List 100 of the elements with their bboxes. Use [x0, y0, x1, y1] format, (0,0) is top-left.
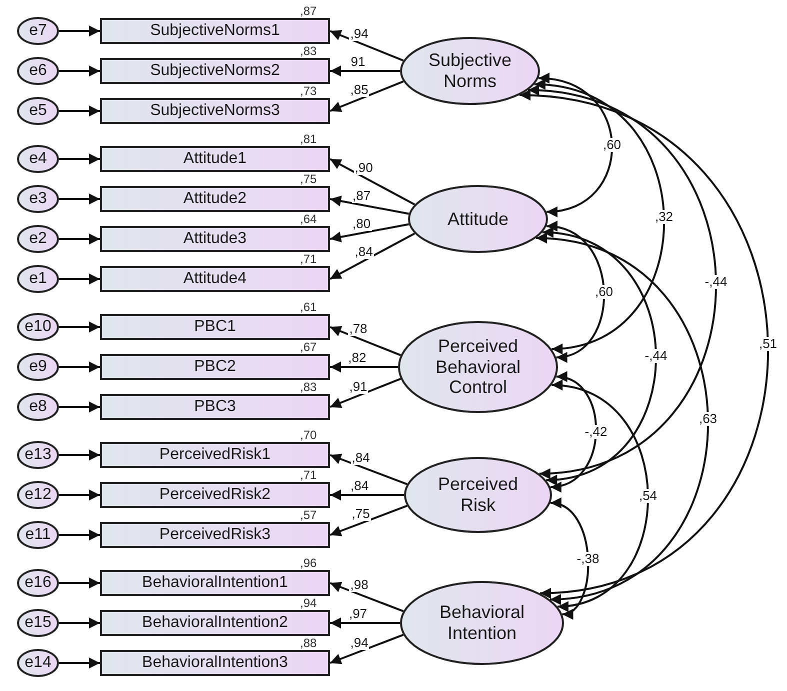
observed-variable-box: BehavioralIntention2: [100, 610, 330, 636]
squared-correlation-label: ,71: [300, 469, 317, 481]
observed-variable-box: BehavioralIntention1: [100, 570, 330, 596]
arrow: [330, 362, 398, 372]
double-headed-arrow: [519, 91, 769, 598]
error-term-ellipse: e8: [17, 393, 59, 421]
observed-variable-box: PBC3: [100, 394, 330, 420]
edge-label: 91: [350, 55, 366, 69]
edge-label: ,60: [594, 284, 614, 299]
edge-label: ,63: [698, 412, 718, 426]
edge-label: ,32: [654, 210, 674, 224]
squared-correlation-label: ,87: [300, 5, 317, 17]
arrow: [59, 618, 100, 628]
edge-label: ,90: [354, 161, 374, 176]
squared-correlation-label: ,81: [300, 133, 317, 145]
latent-variable-ellipse: Subjective Norms: [400, 37, 540, 105]
observed-variable-box: Attitude1: [100, 146, 330, 172]
edge-label: ,75: [350, 507, 371, 522]
arrow: [59, 66, 100, 76]
double-headed-arrow: [534, 80, 665, 353]
edge-label: ,94: [349, 636, 370, 650]
squared-correlation-label: ,70: [300, 429, 317, 441]
double-headed-arrow: [552, 381, 649, 610]
edge-label: ,84: [354, 244, 374, 259]
arrow: [330, 232, 416, 280]
error-term-ellipse: e10: [17, 313, 59, 341]
arrow: [330, 80, 404, 112]
squared-correlation-label: ,61: [300, 301, 317, 313]
error-term-ellipse: e4: [17, 145, 59, 173]
error-term-ellipse: e6: [17, 57, 59, 85]
squared-correlation-label: ,67: [300, 341, 317, 353]
edge-label: ,84: [350, 450, 371, 465]
arrow: [330, 378, 402, 408]
error-term-ellipse: e14: [17, 649, 59, 677]
arrow: [330, 634, 404, 664]
arrow: [330, 582, 404, 612]
arrow: [330, 326, 402, 356]
arrow: [59, 402, 100, 412]
error-term-ellipse: e13: [17, 441, 59, 469]
latent-variable-ellipse: Perceived Behavioral Control: [398, 321, 558, 413]
observed-variable-box: SubjectiveNorms1: [100, 18, 330, 44]
observed-variable-box: PBC1: [100, 314, 330, 340]
arrow: [59, 234, 100, 244]
observed-variable-box: PerceivedRisk3: [100, 522, 330, 548]
latent-variable-ellipse: Behavioral Intention: [400, 581, 564, 665]
squared-correlation-label: ,94: [300, 597, 317, 609]
arrow: [59, 194, 100, 204]
double-headed-arrow: [538, 74, 613, 216]
arrow: [59, 578, 100, 588]
squared-correlation-label: ,83: [300, 381, 317, 393]
arrow: [59, 322, 100, 332]
arrow: [330, 158, 416, 206]
error-term-ellipse: e15: [17, 609, 59, 637]
arrow: [59, 362, 100, 372]
observed-variable-box: SubjectiveNorms2: [100, 58, 330, 84]
squared-correlation-label: ,73: [300, 85, 317, 97]
observed-variable-box: PBC2: [100, 354, 330, 380]
error-term-ellipse: e5: [17, 97, 59, 125]
edge-label: ,78: [348, 322, 368, 336]
double-headed-arrow: [550, 500, 589, 617]
observed-variable-box: SubjectiveNorms3: [100, 98, 330, 124]
arrow: [59, 106, 100, 116]
edge-label: ,51: [758, 337, 778, 352]
latent-variable-ellipse: Perceived Risk: [404, 457, 552, 533]
arrow: [59, 274, 100, 284]
edge-label: ,60: [602, 138, 622, 152]
squared-correlation-label: ,83: [300, 45, 317, 57]
edge-label: ,91: [348, 380, 368, 394]
edge-label: -,38: [576, 552, 600, 566]
squared-correlation-label: ,57: [300, 509, 317, 521]
error-term-ellipse: e7: [17, 17, 59, 45]
edge-label: ,87: [352, 188, 372, 203]
edge-label: ,82: [347, 351, 368, 365]
edge-label: ,80: [352, 217, 372, 232]
error-term-ellipse: e9: [17, 353, 59, 381]
edge-label: ,85: [349, 83, 370, 98]
squared-correlation-label: ,64: [300, 213, 317, 225]
arrow: [330, 30, 404, 62]
arrow: [330, 454, 408, 486]
arrow: [59, 154, 100, 164]
arrow: [59, 658, 100, 668]
error-term-ellipse: e16: [17, 569, 59, 597]
squared-correlation-label: ,75: [300, 173, 317, 185]
arrow: [330, 196, 410, 215]
double-headed-arrow: [542, 228, 657, 484]
edge-label: ,98: [349, 578, 370, 592]
edge-label: -,42: [584, 424, 608, 439]
error-term-ellipse: e1: [17, 265, 59, 293]
edge-label: ,84: [350, 479, 370, 493]
observed-variable-box: PerceivedRisk2: [100, 482, 330, 508]
arrow: [330, 66, 400, 76]
error-term-ellipse: e2: [17, 225, 59, 253]
edge-label: ,54: [638, 488, 658, 503]
arrow: [330, 490, 404, 500]
arrow: [330, 223, 410, 242]
arrow: [59, 490, 100, 500]
squared-correlation-label: ,88: [300, 637, 317, 649]
observed-variable-box: PerceivedRisk1: [100, 442, 330, 468]
latent-variable-ellipse: Attitude: [408, 185, 548, 253]
edge-label: -,44: [704, 274, 728, 289]
